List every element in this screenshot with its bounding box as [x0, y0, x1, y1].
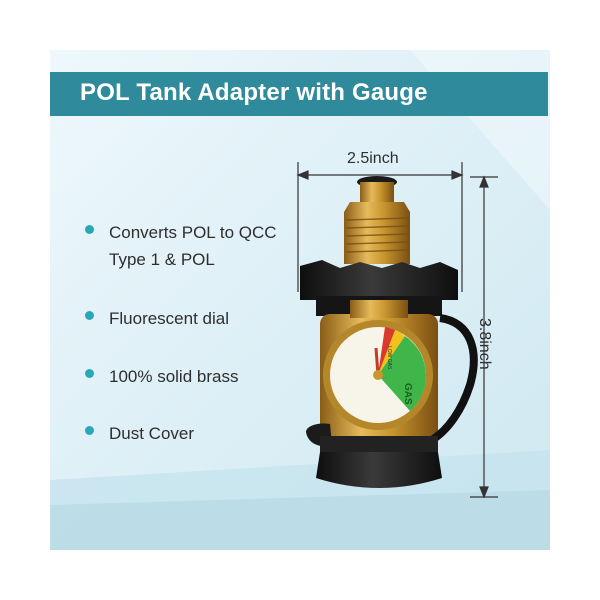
height-dimension-label: 3.8inch — [476, 318, 493, 370]
feature-label: Dust Cover — [109, 424, 195, 443]
gauge-dial — [323, 320, 433, 430]
product-background-panel — [50, 50, 550, 550]
gauge-gas-label: GAS — [402, 383, 413, 405]
bullet-icon — [85, 369, 94, 378]
height-dimension-line — [470, 175, 498, 499]
pol-fitting — [344, 176, 410, 264]
feature-label: Fluorescent dial — [109, 309, 230, 328]
feature-item-brass: 100% solid brass — [85, 363, 238, 390]
feature-sublabel: Type 1 & POL — [109, 250, 215, 269]
hand-wheel — [300, 260, 458, 316]
feature-item-convert: Converts POL to QCC Type 1 & POL — [85, 219, 277, 273]
title-bar — [50, 72, 548, 116]
feature-item-cover: Dust Cover — [85, 420, 194, 447]
feature-label: Converts POL to QCC — [109, 223, 277, 242]
width-dimension-line — [296, 162, 464, 292]
gauge-low-label: LOW GAS — [386, 346, 392, 370]
feature-label: 100% solid brass — [109, 367, 239, 386]
width-dimension-label: 2.5inch — [347, 150, 399, 167]
bullet-icon — [85, 225, 94, 234]
bullet-icon — [85, 426, 94, 435]
page-title: POL Tank Adapter with Gauge — [80, 79, 428, 106]
feature-item-dial: Fluorescent dial — [85, 305, 229, 332]
qcc-nut — [316, 436, 442, 488]
bullet-icon — [85, 311, 94, 320]
